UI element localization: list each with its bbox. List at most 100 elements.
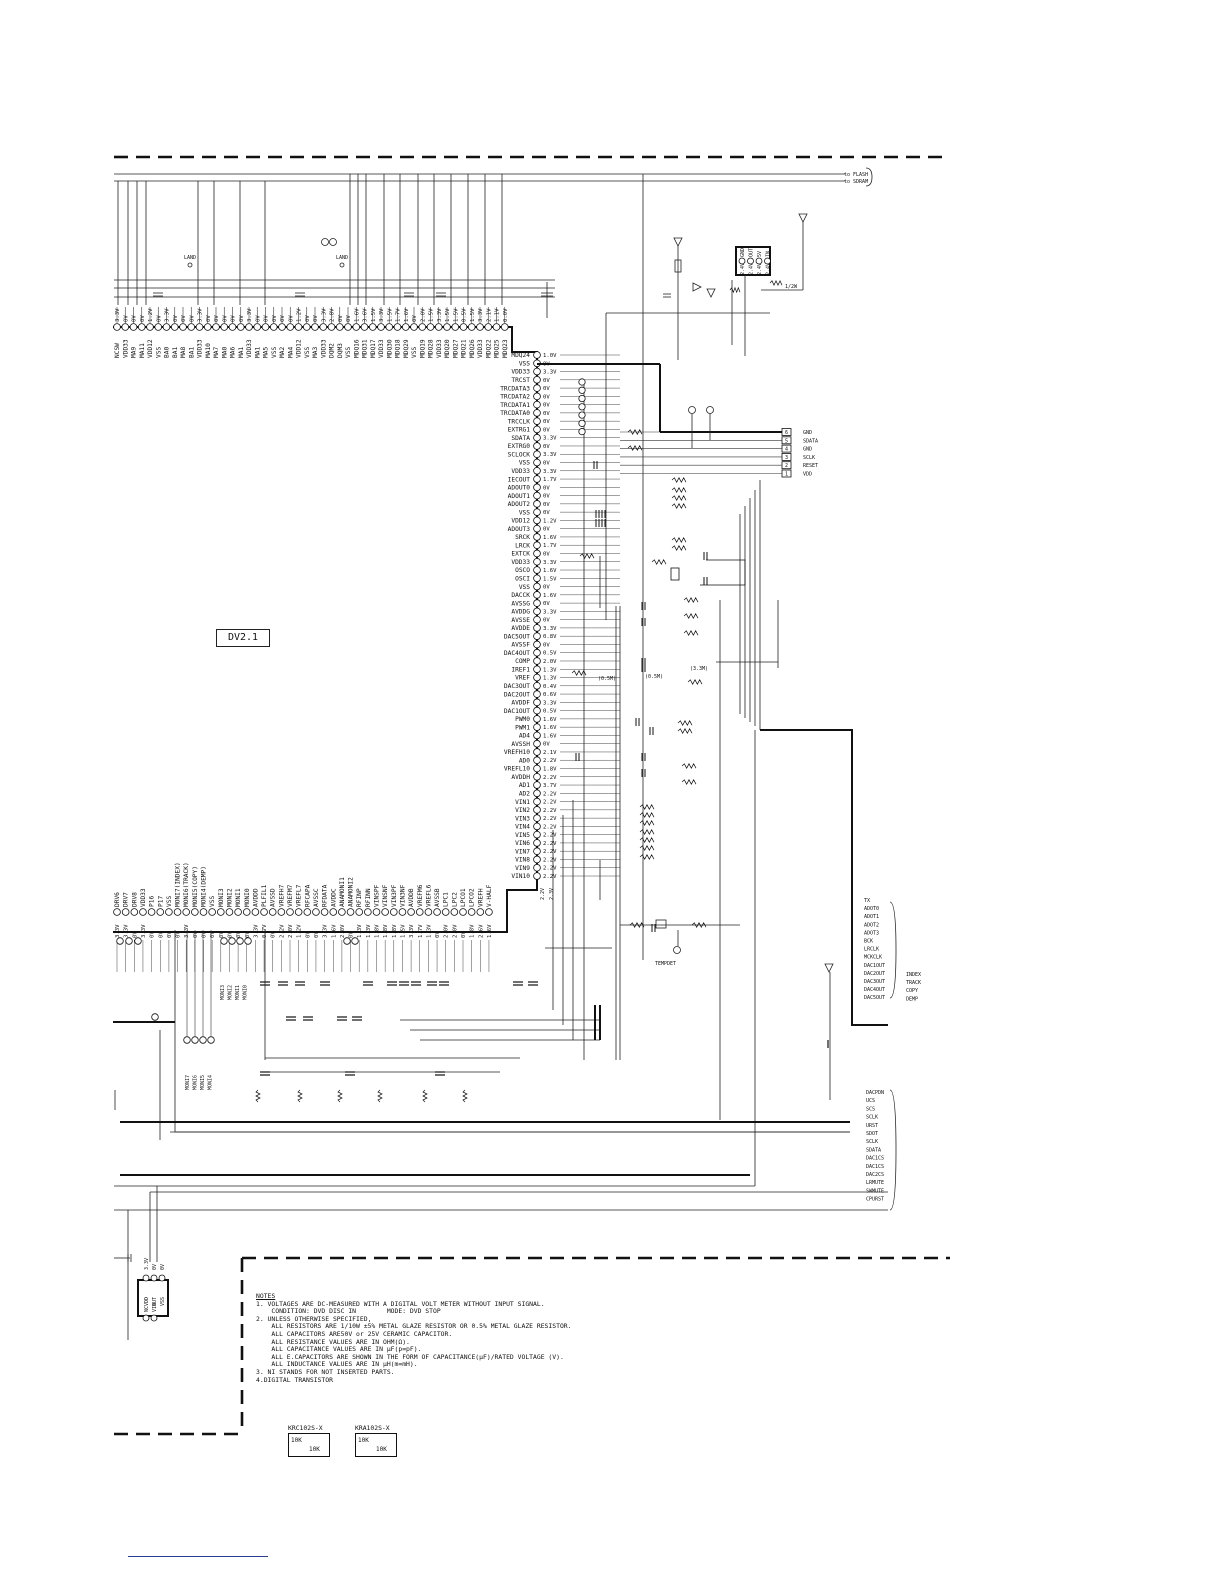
right-pin-name: AVSSG xyxy=(511,600,530,607)
right-pin-voltage: 0V xyxy=(543,394,550,400)
bottom-pin-voltage: 0V xyxy=(435,931,441,938)
bottom-pin-voltage: 0V xyxy=(158,931,164,938)
right-pin-marker xyxy=(533,376,541,384)
right-pin-voltage: 2.2V xyxy=(543,857,557,863)
resistor-symbol xyxy=(639,845,655,851)
bottom-signal-label: DAC2CS xyxy=(866,1172,884,1178)
resistor-symbol xyxy=(639,804,655,810)
top-pin-name: MA0 xyxy=(221,347,228,358)
bottom-pin-name: P17 xyxy=(157,896,164,907)
moni-test-point xyxy=(228,937,236,945)
resistor-symbol xyxy=(769,279,783,287)
bottom-pin-marker xyxy=(121,908,130,916)
top-pin-name: MDQ16 xyxy=(353,339,360,358)
bottom-pin-marker xyxy=(381,908,389,916)
right-pin-voltage: 0.5V xyxy=(543,709,557,715)
top-pin-voltage: 3.3V xyxy=(247,308,253,322)
land-point-2 xyxy=(339,262,345,268)
top-pin-marker xyxy=(129,323,138,331)
top-pin-marker xyxy=(319,323,328,331)
bottom-regulator-pin-marker xyxy=(142,1314,150,1322)
bottom-pin-name: MONI2 xyxy=(226,888,233,907)
bottom-pin-marker xyxy=(182,908,191,916)
right-signal-labels: TXADOT0ADOT1ADOT2ADOT3BCKLRCLKMCKCLKDAC1… xyxy=(864,898,921,1203)
right-pin-marker xyxy=(533,772,541,781)
test-point-top-1 xyxy=(321,238,329,246)
right-pin-voltage: 1.7V xyxy=(543,477,557,483)
right-pin-marker xyxy=(533,855,541,864)
right-signal-label-2: TRACK xyxy=(906,980,921,986)
top-pin-voltage: 0V xyxy=(239,315,245,322)
top-pin-voltage: 0V xyxy=(313,315,319,322)
right-pin-name: VIN4 xyxy=(515,824,530,831)
top-pin-name: MA6 xyxy=(230,347,237,358)
right-pin-marker xyxy=(533,781,541,789)
power-symbol-5 xyxy=(824,963,834,973)
bottom-regulator-voltage: 0V xyxy=(152,1264,158,1270)
to-flash-label: to FLASH xyxy=(844,172,868,178)
bottom-regulator-pin-name: VSS xyxy=(160,1297,166,1306)
bottom-regulator-pin-name: NC xyxy=(144,1306,150,1312)
right-pin-voltage: 3.3V xyxy=(543,370,557,376)
bottom-pin-name: AVDDB xyxy=(408,888,415,907)
top-pin-voltage: 1.5V xyxy=(470,308,476,322)
bottom-pin-name: MONI5(COPY) xyxy=(192,866,199,907)
right-pin-name: AVDDF xyxy=(511,700,530,707)
right-pin-name: VIN6 xyxy=(515,840,530,847)
bottom-pin-name: MONI0 xyxy=(244,888,251,907)
resistor-symbol xyxy=(671,487,687,493)
right-pin-voltage: 1.6V xyxy=(543,733,557,739)
top-pin-marker xyxy=(327,323,336,331)
top-pin-marker xyxy=(261,323,270,331)
power-symbol-4 xyxy=(692,282,702,292)
right-pin-voltage: 0V xyxy=(543,601,550,607)
top-pin-voltage: 2.1V xyxy=(486,308,492,322)
right-pin-marker xyxy=(533,830,541,839)
bottom-pin-name: DRV7 xyxy=(123,892,130,907)
resistor-symbol xyxy=(691,922,707,928)
bottom-pin-marker xyxy=(433,908,441,916)
bottom-pin-name: VDD33 xyxy=(140,888,147,907)
right-pin-name: IECOUT xyxy=(508,476,531,483)
top-pin-name: MDQ25 xyxy=(494,339,501,358)
top-pin-marker xyxy=(179,323,187,331)
right-pin-marker xyxy=(533,806,541,814)
bottom-pin-marker xyxy=(415,908,424,916)
regulator-pin-voltage: 2.4V xyxy=(740,263,746,275)
right-pin-marker xyxy=(533,673,541,682)
top-pin-name: VDD33 xyxy=(320,339,327,358)
right-pin-voltage: 0V xyxy=(543,403,550,409)
bottom-resistor xyxy=(422,1089,428,1103)
top-pin-marker xyxy=(137,323,146,331)
bottom-pin-name: AVSSC xyxy=(313,888,320,907)
bottom-regulator-pin-marker xyxy=(150,1314,158,1322)
bottom-pin-voltage: 0V xyxy=(349,931,355,938)
crystal-oscillator xyxy=(670,567,680,581)
moni-test-point xyxy=(220,937,228,945)
bottom-resistor xyxy=(297,1089,303,1103)
bottom-pin-name: VIN3NF xyxy=(399,884,406,907)
right-pin-marker xyxy=(533,822,541,831)
bottom-pin-name: DRV6 xyxy=(114,892,121,907)
measurement-label-3: (3.3M) xyxy=(690,666,708,672)
moni-low-label: MONI1 xyxy=(235,985,241,1000)
right-pin-marker xyxy=(533,549,541,558)
right-signal-label: DAC5OUT xyxy=(864,995,885,1001)
right-pin-marker xyxy=(533,681,541,690)
right-pin-voltage: 0V xyxy=(543,494,550,500)
bottom-pin-name: MONI7(INDEX) xyxy=(175,862,182,907)
bottom-pin-voltage: 0V xyxy=(176,931,182,938)
bottom-pin-voltage: 2.0V xyxy=(288,924,294,938)
top-pin-name: BA1 xyxy=(188,347,195,358)
right-pin-voltage: 0V xyxy=(543,378,550,384)
top-pin-marker xyxy=(113,323,121,331)
right-pin-voltage: 0.4V xyxy=(543,684,557,690)
right-pin-name: VDD33 xyxy=(511,559,530,566)
top-pin-name: DQM2 xyxy=(329,343,336,358)
right-signal-label: ADOT2 xyxy=(864,922,879,928)
trc-test-point xyxy=(578,386,586,394)
bottom-pin-name: LPCO1 xyxy=(460,888,467,907)
top-pin-name: VDD33 xyxy=(197,339,204,358)
